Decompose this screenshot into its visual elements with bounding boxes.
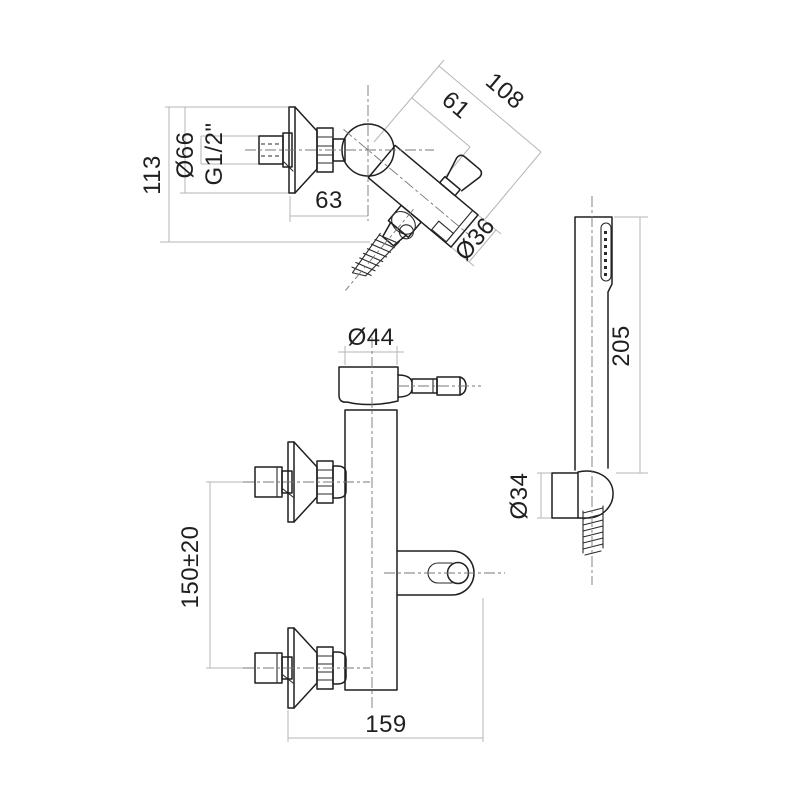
dim-ball-to-spout-label: 108	[480, 68, 529, 115]
centerlines	[243, 85, 593, 711]
dim-spout-dia-label: Ø36	[450, 213, 501, 266]
hand-shower-view	[551, 216, 614, 556]
wall-holder	[551, 470, 614, 519]
cartridge-head	[338, 366, 399, 406]
diverter-knob	[445, 154, 483, 192]
dim-wall-to-ball-label: 63	[315, 187, 343, 214]
spray-nozzles	[604, 231, 607, 276]
dim-overall-width-label: 159	[365, 711, 407, 738]
mixer-body	[344, 409, 398, 691]
spray-face	[600, 222, 612, 282]
dim-flange-dia-label: Ø66	[172, 132, 199, 179]
diverter-collar	[438, 175, 461, 197]
hose-connection	[381, 204, 422, 247]
dim-wand-length-label: 205	[608, 325, 635, 367]
handshower-hose-coil	[582, 505, 604, 556]
front-view	[254, 366, 475, 709]
dim-body-dia-label: Ø44	[348, 324, 395, 351]
dim-inlet-spacing-label: 150±20	[177, 526, 204, 609]
side-view	[258, 106, 483, 277]
aerator-detail	[430, 220, 455, 243]
dimension-lines	[160, 59, 648, 742]
dim-holder-dia-label: Ø34	[506, 473, 533, 520]
dim-height-label: 113	[139, 155, 166, 195]
dim-thread-label: G1/2"	[201, 122, 228, 185]
shower-wand	[574, 216, 613, 471]
